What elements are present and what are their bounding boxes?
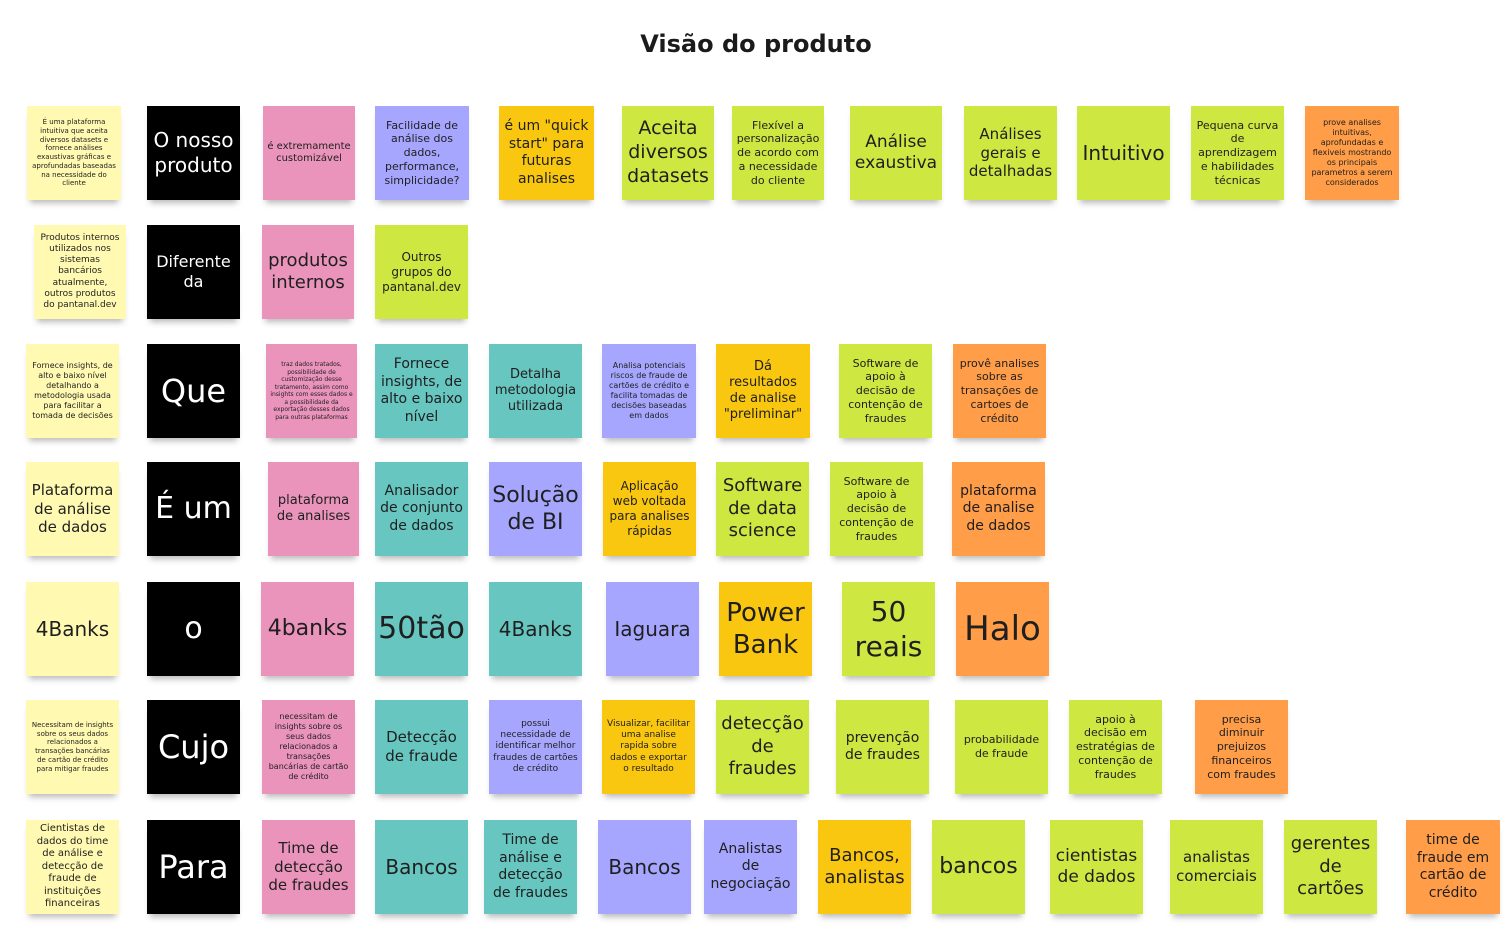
sticky-note[interactable]: Detecção de fraude <box>375 700 468 794</box>
sticky-note[interactable]: gerentes de cartões <box>1284 820 1377 914</box>
sticky-note[interactable]: Power Bank <box>719 582 812 676</box>
sticky-note[interactable]: Cientistas de dados do time de análise e… <box>26 820 119 914</box>
sticky-note[interactable]: Plataforma de análise de dados <box>26 462 119 556</box>
sticky-note[interactable]: Solução de BI <box>489 462 582 556</box>
sticky-note[interactable]: prove analises intuitivas, aprofundadas … <box>1305 106 1399 200</box>
sticky-note[interactable]: apoio à decisão em estratégias de conten… <box>1069 700 1162 794</box>
sticky-note[interactable]: Iaguara <box>606 582 699 676</box>
sticky-note[interactable]: prevenção de fraudes <box>836 700 929 794</box>
sticky-note[interactable]: Intuitivo <box>1077 106 1170 200</box>
sticky-note[interactable]: Software de apoio à decisão de contenção… <box>830 462 923 556</box>
board-title: Visão do produto <box>640 30 872 58</box>
sticky-note[interactable]: Bancos, analistas <box>818 820 911 914</box>
sticky-note[interactable]: 4Banks <box>26 582 119 676</box>
row-label-note[interactable]: Cujo <box>147 700 240 794</box>
sticky-note[interactable]: plataforma de analise de dados <box>952 462 1045 556</box>
sticky-note[interactable]: Análise exaustiva <box>850 106 942 200</box>
sticky-note[interactable]: Visualizar, facilitar uma analise rapida… <box>602 700 695 794</box>
sticky-note[interactable]: cientistas de dados <box>1050 820 1143 914</box>
sticky-note[interactable]: Time de detecção de fraudes <box>262 820 355 914</box>
sticky-note[interactable]: Necessitam de insights sobre os seus dad… <box>26 700 119 794</box>
sticky-note[interactable]: Halo <box>956 582 1049 676</box>
row-label-note[interactable]: Diferente da <box>147 225 240 319</box>
sticky-note[interactable]: produtos internos <box>262 225 354 319</box>
sticky-note[interactable]: provê analises sobre as transações de ca… <box>953 344 1046 438</box>
sticky-note[interactable]: Fornece insights, de alto e baixo nível … <box>26 344 119 438</box>
sticky-note[interactable]: detecção de fraudes <box>716 700 809 794</box>
sticky-note[interactable]: plataforma de analises <box>268 462 359 556</box>
sticky-note[interactable]: Analisa potenciais riscos de fraude de c… <box>602 344 696 438</box>
sticky-note[interactable]: Software de data science <box>716 462 809 556</box>
sticky-note[interactable]: Dá resultados de analise "preliminar" <box>716 344 810 438</box>
sticky-note[interactable]: 50 reais <box>842 582 935 676</box>
sticky-note[interactable]: Detalha metodologia utilizada <box>489 344 582 438</box>
row-label-note[interactable]: o <box>147 582 240 676</box>
sticky-note[interactable]: probabilidade de fraude <box>955 700 1048 794</box>
sticky-note[interactable]: Time de análise e detecção de fraudes <box>484 820 577 914</box>
sticky-note[interactable]: Analisador de conjunto de dados <box>375 462 468 556</box>
sticky-note[interactable]: Analistas de negociação <box>704 820 797 914</box>
sticky-note[interactable]: bancos <box>932 820 1025 914</box>
sticky-note[interactable]: Flexível a personalização de acordo com … <box>732 106 824 200</box>
sticky-note[interactable]: Bancos <box>375 820 468 914</box>
sticky-note[interactable]: possui necessidade de identificar melhor… <box>489 700 582 794</box>
sticky-note[interactable]: Aceita diversos datasets <box>622 106 714 200</box>
sticky-note[interactable]: Aplicação web voltada para analises rápi… <box>603 462 696 556</box>
sticky-note[interactable]: é extremamente customizável <box>263 106 355 200</box>
sticky-note[interactable]: Produtos internos utilizados nos sistema… <box>34 225 126 319</box>
sticky-note[interactable]: É uma plataforma intuitiva que aceita di… <box>27 106 121 200</box>
sticky-note[interactable]: 50tão <box>375 582 468 676</box>
sticky-note[interactable]: é um "quick start" para futuras analises <box>499 106 594 200</box>
sticky-note[interactable]: Pequena curva de aprendizagem e habilida… <box>1191 106 1284 200</box>
sticky-note[interactable]: Software de apoio à decisão de contenção… <box>839 344 932 438</box>
sticky-note[interactable]: Fornece insights, de alto e baixo nível <box>375 344 468 438</box>
sticky-note[interactable]: 4banks <box>261 582 354 676</box>
sticky-note[interactable]: Bancos <box>598 820 691 914</box>
sticky-note[interactable]: 4Banks <box>489 582 582 676</box>
row-label-note[interactable]: O nosso produto <box>147 106 240 200</box>
row-label-note[interactable]: Para <box>147 820 240 914</box>
sticky-note[interactable]: necessitam de insights sobre os seus dad… <box>262 700 355 794</box>
sticky-note[interactable]: time de fraude em cartão de crédito <box>1406 820 1500 914</box>
sticky-note[interactable]: Análises gerais e detalhadas <box>964 106 1057 200</box>
row-label-note[interactable]: É um <box>147 462 240 556</box>
row-label-note[interactable]: Que <box>147 344 240 438</box>
sticky-note[interactable]: precisa diminuir prejuizos financeiros c… <box>1195 700 1288 794</box>
sticky-note[interactable]: Outros grupos do pantanal.dev <box>375 225 468 319</box>
sticky-note[interactable]: Facilidade de análise dos dados, perform… <box>375 106 469 200</box>
sticky-note[interactable]: analistas comerciais <box>1170 820 1263 914</box>
sticky-note[interactable]: traz dados tratados, possibilidade de cu… <box>266 344 357 438</box>
